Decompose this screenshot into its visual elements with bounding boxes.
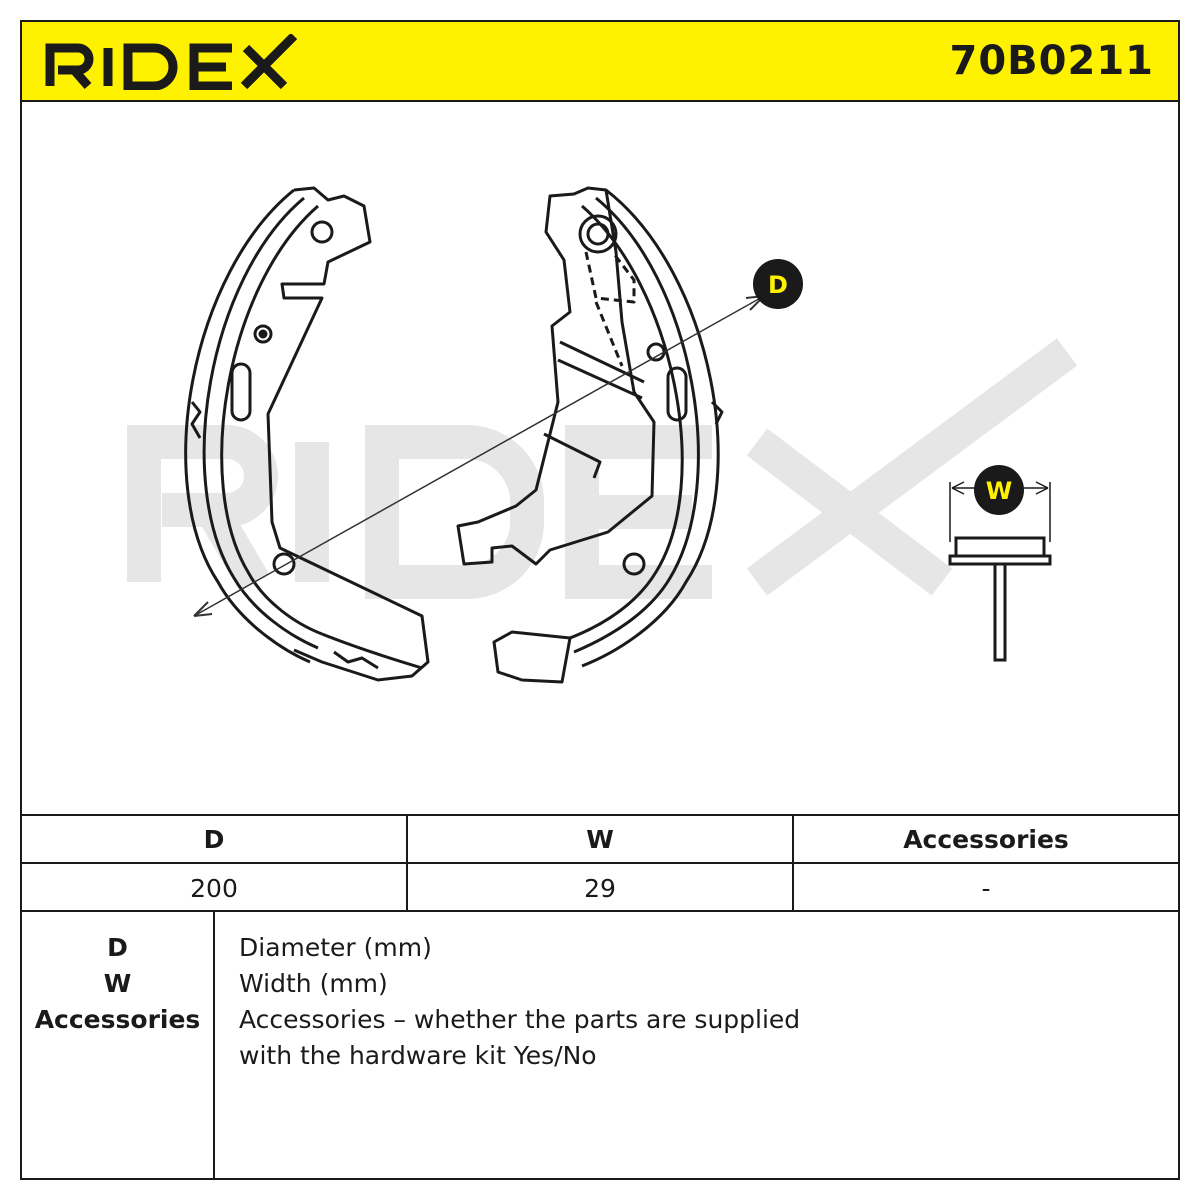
- spec-header-width: W: [408, 816, 794, 862]
- spec-value-diameter: 200: [22, 864, 408, 912]
- legend-key-width: W: [103, 969, 132, 998]
- svg-text:W: W: [986, 477, 1012, 505]
- spec-value-row: 200 29 -: [22, 864, 1178, 912]
- ridex-logo: [45, 34, 298, 90]
- legend-desc-accessories-cont: with the hardware kit Yes/No: [239, 1041, 597, 1070]
- right-brake-shoe: [456, 186, 724, 684]
- spec-value-width: 29: [408, 864, 794, 912]
- brake-shoe-drawing: D W: [22, 102, 1178, 814]
- legend-desc-accessories: Accessories – whether the parts are supp…: [239, 1005, 801, 1034]
- header-bar: 70B0211: [22, 22, 1178, 102]
- legend-key-diameter: D: [107, 933, 128, 962]
- left-brake-shoe: [184, 186, 430, 682]
- width-marker: W: [974, 465, 1024, 515]
- legend-desc-diameter: Diameter (mm): [239, 933, 432, 962]
- product-sheet: 70B0211: [20, 20, 1180, 1180]
- legend-keys: D W Accessories: [22, 912, 215, 1178]
- spec-table: D W Accessories 200 29 -: [22, 814, 1178, 912]
- spec-header-row: D W Accessories: [22, 816, 1178, 864]
- legend-key-accessories: Accessories: [34, 1005, 201, 1034]
- spec-header-diameter: D: [22, 816, 408, 862]
- spec-value-accessories: -: [981, 873, 991, 903]
- part-number: 70B0211: [949, 38, 1154, 84]
- svg-text:D: D: [768, 271, 788, 299]
- spec-header-accessories: Accessories: [903, 824, 1069, 854]
- legend-descriptions: Diameter (mm) Width (mm) Accessories – w…: [239, 930, 800, 1074]
- diameter-marker: D: [753, 259, 803, 309]
- legend: D W Accessories Diameter (mm) Width (mm)…: [22, 912, 1178, 1178]
- legend-desc-width: Width (mm): [239, 969, 388, 998]
